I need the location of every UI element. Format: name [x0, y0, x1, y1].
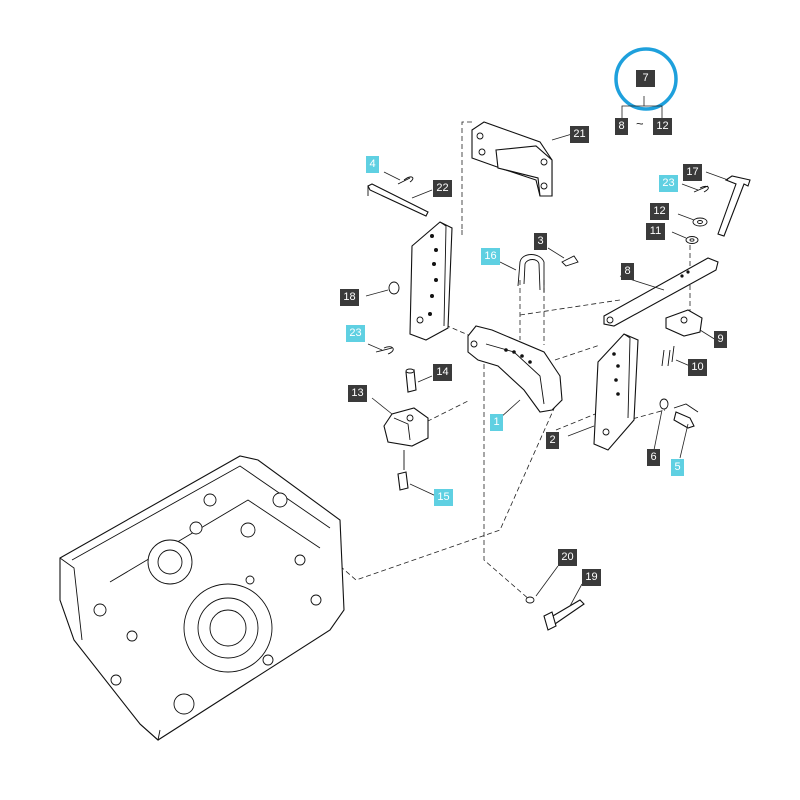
part-23-clip-left [367, 343, 394, 355]
part-22-rod [367, 183, 433, 217]
part-4-clip [383, 171, 414, 185]
callout-23-upper[interactable]: 23 [659, 175, 678, 192]
part-9-clevis [665, 309, 717, 341]
callout-12[interactable]: 12 [653, 118, 672, 135]
callout-19[interactable]: 19 [582, 569, 601, 586]
callout-6[interactable]: 6 [647, 449, 660, 466]
part-10-bolts [661, 345, 691, 367]
transmission-housing [59, 455, 345, 741]
callout-22[interactable]: 22 [433, 180, 452, 197]
callout-16[interactable]: 16 [481, 248, 500, 265]
callout-11[interactable]: 11 [646, 223, 665, 240]
part-11-washer [671, 231, 699, 244]
part-14-pin [405, 368, 433, 393]
part-3-pin [547, 247, 579, 267]
callout-17[interactable]: 17 [683, 164, 702, 181]
callout-4[interactable]: 4 [366, 156, 379, 173]
callout-9[interactable]: 9 [714, 331, 727, 348]
callout-15[interactable]: 15 [434, 489, 453, 506]
part-12-nut [677, 213, 708, 227]
range-bracket [621, 96, 663, 118]
part-6-washer [653, 398, 669, 451]
callout-14[interactable]: 14 [433, 364, 452, 381]
callout-7[interactable]: 7 [636, 70, 655, 87]
callout-10[interactable]: 10 [688, 359, 707, 376]
callout-2[interactable]: 2 [546, 432, 559, 449]
callout-8[interactable]: 8 [615, 118, 628, 135]
callout-21[interactable]: 21 [570, 126, 589, 143]
part-2-lift-plate [567, 333, 639, 451]
part-1-lift-arm [467, 325, 563, 419]
callout-18[interactable]: 18 [340, 289, 359, 306]
part-8-link-arm [603, 257, 719, 327]
callout-12-nut[interactable]: 12 [650, 203, 669, 220]
callout-8-arm[interactable]: 8 [621, 263, 634, 280]
range-separator: ~ [636, 116, 644, 131]
part-15-bolt [397, 450, 437, 497]
part-13-bracket [371, 397, 429, 447]
part-20-washer [525, 565, 559, 604]
part-17-pin [705, 171, 751, 237]
part-18-nut [365, 281, 400, 297]
callout-3[interactable]: 3 [534, 233, 547, 250]
part-19-bolt [543, 583, 585, 631]
highlight-circle [614, 47, 678, 111]
callout-1[interactable]: 1 [490, 414, 503, 431]
part-21-bracket [471, 121, 573, 197]
part-23-clip-right [681, 183, 709, 193]
callout-13[interactable]: 13 [348, 385, 367, 402]
callout-20[interactable]: 20 [558, 549, 577, 566]
left-lift-plate [409, 221, 453, 341]
part-5-bolt [673, 403, 699, 459]
callout-5[interactable]: 5 [671, 459, 684, 476]
callout-23-lower[interactable]: 23 [346, 325, 365, 342]
part-16-ubolt [499, 254, 545, 292]
